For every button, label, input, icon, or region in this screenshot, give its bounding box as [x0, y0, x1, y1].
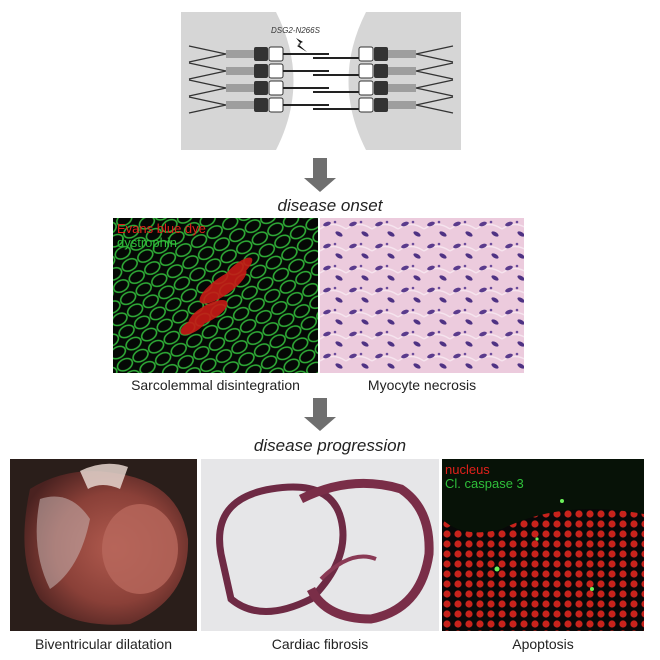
mutation-label: DSG2-N266S: [271, 26, 320, 35]
evans-blue-label: Evans blue dye: [117, 221, 206, 236]
dystrophin-label: dystrophin: [117, 235, 177, 250]
right-cell-shape: [348, 12, 461, 150]
desmosome-svg: [181, 12, 461, 150]
sarcolemmal-caption: Sarcolemmal disintegration: [131, 377, 300, 393]
disease-progression-label: disease progression: [253, 436, 407, 455]
apoptosis-svg: [442, 459, 644, 631]
apoptosis-micrograph: nucleus Cl. caspase 3: [442, 459, 644, 631]
apoptosis-caption: Apoptosis: [512, 636, 574, 652]
mutation-bolt-icon: [296, 38, 307, 52]
desmosome-schematic: DSG2-N266S: [181, 12, 461, 150]
heart-photo: [10, 459, 197, 631]
fibrosis-svg: [216, 478, 434, 624]
necrosis-micrograph: [320, 218, 524, 373]
sarcolemma-micrograph: Evans blue dye dystrophin: [113, 218, 318, 373]
caspase-label: Cl. caspase 3: [445, 476, 524, 491]
fibrosis-caption: Cardiac fibrosis: [271, 636, 369, 652]
necrosis-caption: Myocyte necrosis: [367, 377, 477, 393]
heart-svg: [10, 459, 197, 631]
dystrophin-stain-svg: [113, 218, 318, 373]
fibrosis-micrograph: [201, 459, 439, 631]
cadherin-rows: [188, 45, 454, 114]
dilatation-caption: Biventricular dilatation: [35, 636, 172, 652]
he-stain-svg: [320, 218, 524, 373]
disease-onset-label: disease onset: [277, 196, 383, 215]
left-cell-shape: [181, 12, 294, 150]
nucleus-label: nucleus: [445, 462, 490, 477]
